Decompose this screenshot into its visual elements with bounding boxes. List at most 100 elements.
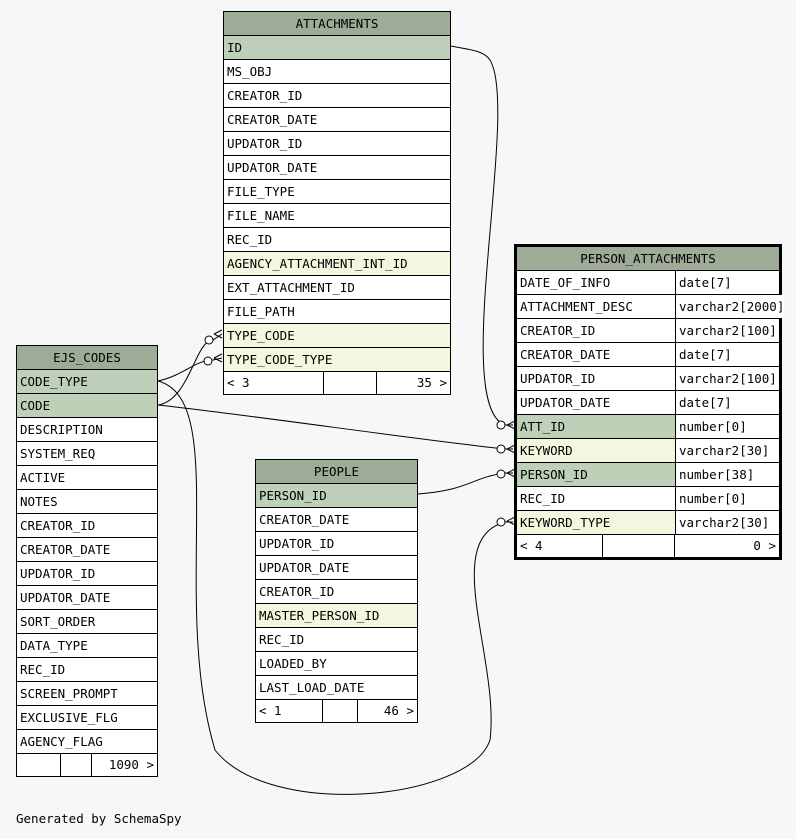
column-name: LOADED_BY xyxy=(259,656,327,671)
column-row[interactable]: NOTES xyxy=(17,490,157,514)
column-name: DATA_TYPE xyxy=(20,638,88,653)
column-row[interactable]: CREATOR_ID xyxy=(17,514,157,538)
column-name: REC_ID xyxy=(520,491,566,506)
column-row[interactable]: CREATOR_DATE xyxy=(224,108,450,132)
column-row[interactable]: UPDATOR_DATE xyxy=(224,156,450,180)
column-row[interactable]: UPDATOR_DATE xyxy=(256,556,417,580)
column-name: CREATOR_ID xyxy=(20,518,96,533)
column-row[interactable]: EXT_ATTACHMENT_ID xyxy=(224,276,450,300)
column-row[interactable]: MASTER_PERSON_ID xyxy=(256,604,417,628)
column-type: number[38] xyxy=(675,463,779,486)
column-row[interactable]: LAST_LOAD_DATE xyxy=(256,676,417,700)
column-type: varchar2[100] xyxy=(675,367,779,390)
column-name: CREATOR_DATE xyxy=(20,542,111,557)
column-name: REC_ID xyxy=(20,662,66,677)
column-row[interactable]: FILE_PATH xyxy=(224,300,450,324)
column-row[interactable]: PERSON_ID xyxy=(256,484,417,508)
column-row[interactable]: UPDATOR_DATE xyxy=(17,586,157,610)
footer-parents[interactable]: < 4 xyxy=(520,538,543,553)
column-row[interactable]: UPDATOR_ID xyxy=(256,532,417,556)
column-row[interactable]: UPDATOR_ID xyxy=(224,132,450,156)
column-row[interactable]: AGENCY_ATTACHMENT_INT_ID xyxy=(224,252,450,276)
column-row[interactable]: CODE xyxy=(17,394,157,418)
column-row[interactable]: SCREEN_PROMPT xyxy=(17,682,157,706)
footer-children[interactable]: 46 > xyxy=(357,700,417,722)
table-title[interactable]: PERSON_ATTACHMENTS xyxy=(517,247,779,271)
column-row[interactable]: TYPE_CODE_TYPE xyxy=(224,348,450,372)
column-name: CODE_TYPE xyxy=(20,374,88,389)
column-row[interactable]: CODE_TYPE xyxy=(17,370,157,394)
column-row[interactable]: MS_OBJ xyxy=(224,60,450,84)
optional-marker xyxy=(496,420,506,430)
column-row[interactable]: ID xyxy=(224,36,450,60)
column-name: MS_OBJ xyxy=(227,64,273,79)
column-row[interactable]: TYPE_CODE xyxy=(224,324,450,348)
table-title[interactable]: PEOPLE xyxy=(256,460,417,484)
column-row[interactable]: FILE_NAME xyxy=(224,204,450,228)
footer-parents[interactable]: < 3 xyxy=(227,375,250,390)
column-row[interactable]: CREATOR_DATE xyxy=(256,508,417,532)
column-row[interactable]: ACTIVE xyxy=(17,466,157,490)
column-name: KEYWORD_TYPE xyxy=(520,515,611,530)
column-row[interactable]: LOADED_BY xyxy=(256,652,417,676)
column-row[interactable]: SYSTEM_REQ xyxy=(17,442,157,466)
footer-middle xyxy=(323,372,376,394)
column-name: ATT_ID xyxy=(520,419,566,434)
column-name: PERSON_ID xyxy=(259,488,327,503)
column-name: UPDATOR_DATE xyxy=(227,160,318,175)
column-name: UPDATOR_ID xyxy=(227,136,303,151)
column-row[interactable]: DESCRIPTION xyxy=(17,418,157,442)
footer-middle xyxy=(60,754,91,776)
optional-marker xyxy=(204,335,214,345)
column-name: CREATOR_DATE xyxy=(259,512,350,527)
table-title[interactable]: ATTACHMENTS xyxy=(224,12,450,36)
generated-by-label: Generated by SchemaSpy xyxy=(16,811,182,826)
column-type: varchar2[30] xyxy=(675,439,779,462)
column-type: date[7] xyxy=(675,343,779,366)
column-row[interactable]: REC_ID xyxy=(256,628,417,652)
column-row[interactable]: REC_ID xyxy=(224,228,450,252)
column-name: CREATOR_ID xyxy=(520,323,596,338)
link-type-code-type-to-ejs-code-type xyxy=(157,357,223,382)
table-title[interactable]: EJS_CODES xyxy=(17,346,157,370)
column-row[interactable]: AGENCY_FLAG xyxy=(17,730,157,754)
footer-parents xyxy=(17,754,60,776)
column-type: date[7] xyxy=(675,271,779,294)
footer-children[interactable]: 35 > xyxy=(376,372,450,394)
column-row[interactable]: UPDATOR_ID xyxy=(17,562,157,586)
column-row[interactable]: CREATOR_ID xyxy=(224,84,450,108)
column-row[interactable]: EXCLUSIVE_FLG xyxy=(17,706,157,730)
column-row[interactable]: FILE_TYPE xyxy=(224,180,450,204)
crowfoot-marker xyxy=(506,444,516,454)
link-ejs-code-to-keyword xyxy=(157,404,513,450)
column-row[interactable]: CREATOR_DATE xyxy=(17,538,157,562)
column-row[interactable]: SORT_ORDER xyxy=(17,610,157,634)
column-row[interactable]: CREATOR_ID xyxy=(256,580,417,604)
footer-children[interactable]: 0 > xyxy=(674,535,779,557)
column-row[interactable]: DATA_TYPE xyxy=(17,634,157,658)
optional-marker xyxy=(496,469,506,479)
footer-parents[interactable]: < 1 xyxy=(259,703,282,718)
footer-middle xyxy=(602,535,674,557)
column-row[interactable]: REC_ID xyxy=(17,658,157,682)
column-name: ATTACHMENT_DESC xyxy=(520,299,633,314)
crowfoot-marker xyxy=(506,420,516,430)
footer-children[interactable]: 1090 > xyxy=(91,754,157,776)
